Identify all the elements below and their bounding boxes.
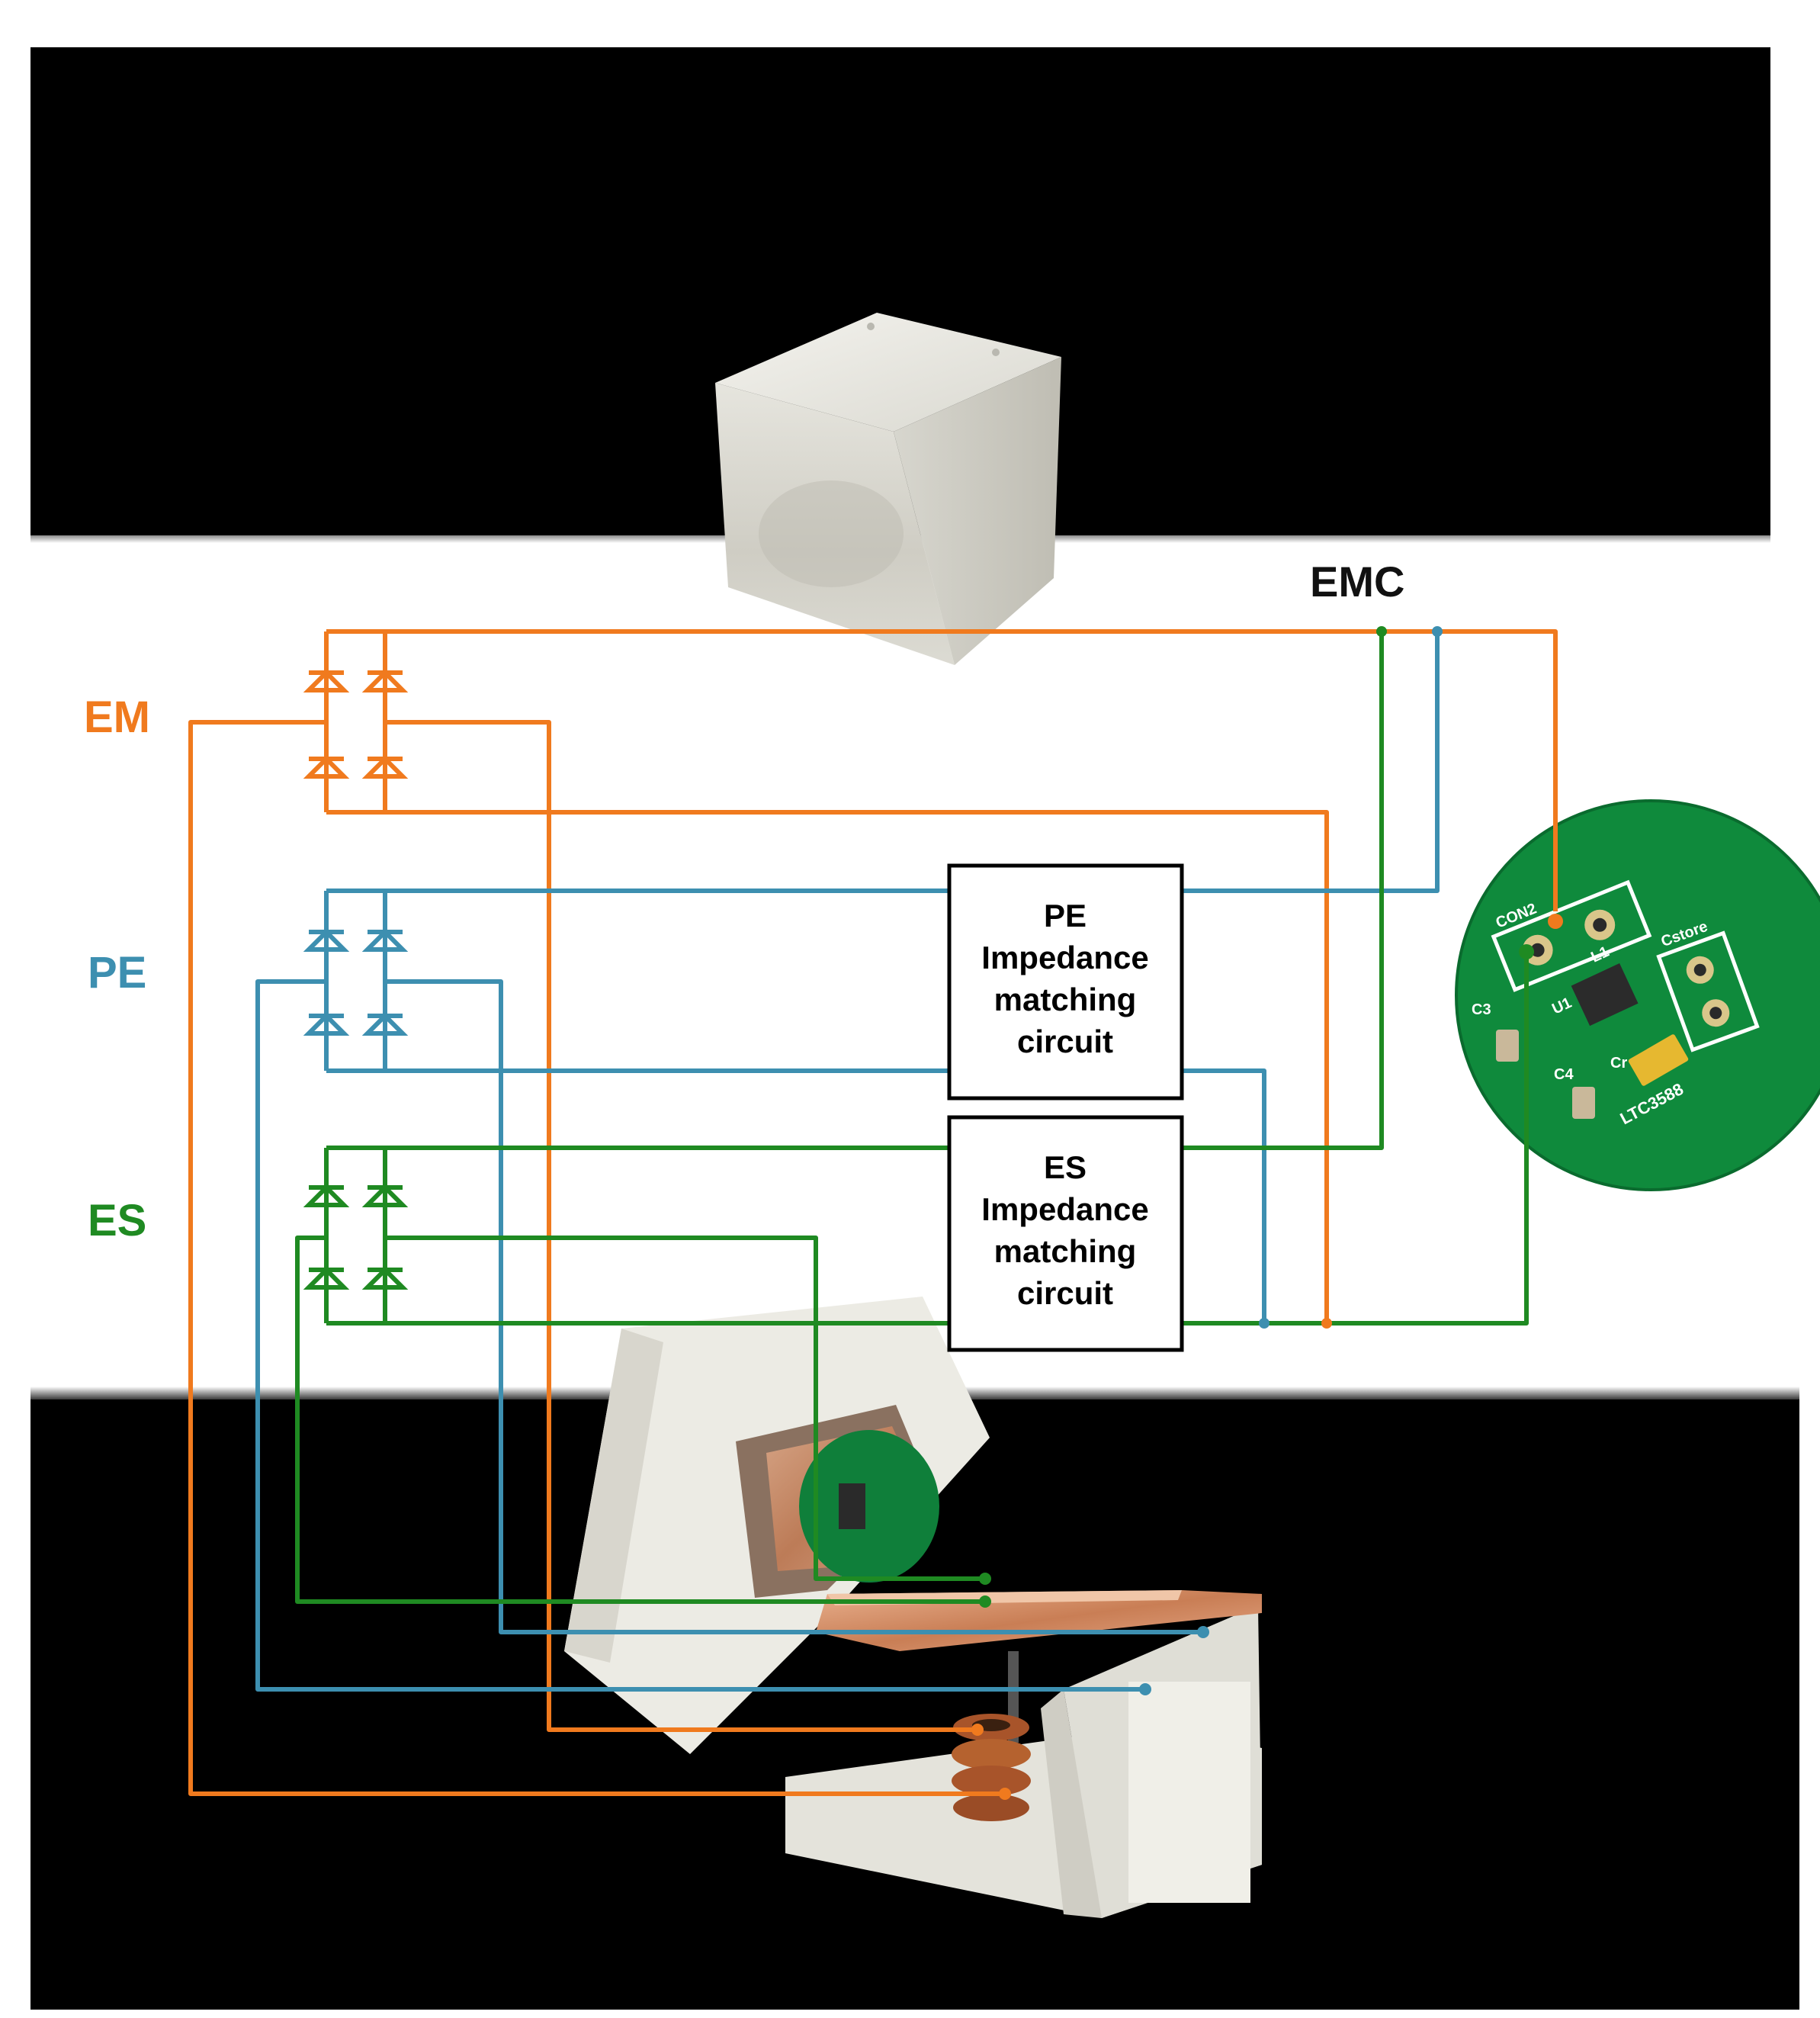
pe-wire-beam-1 (255, 979, 1145, 1692)
es-box-line-4: circuit (1017, 1275, 1113, 1311)
ltc3588-pcb: CON2 Cstore U1 L1 C3 C4 Cr LTC3588 (1455, 799, 1820, 1191)
es-box-line-2: Impedance (981, 1191, 1148, 1227)
em-wire-bottom-rail (326, 810, 1329, 1323)
pcb-label-cr: Cr (1610, 1055, 1627, 1072)
label-emc: EMC (1310, 558, 1404, 606)
es-box-line-1: ES (1044, 1149, 1087, 1185)
em-wire-coil-2 (385, 720, 977, 1732)
es-wire-top-rail (326, 631, 1384, 1150)
cube-prototype (715, 313, 1061, 665)
pe-box-line-4: circuit (1017, 1023, 1113, 1059)
es-box-line-3: matching (994, 1233, 1137, 1269)
pcb-label-c3: C3 (1472, 1001, 1491, 1018)
pe-wire-top-rail (326, 631, 1440, 893)
pe-box-line-2: Impedance (981, 940, 1148, 975)
pe-impedance-box: PE Impedance matching circuit (947, 863, 1184, 1101)
pe-box-line-3: matching (994, 982, 1137, 1017)
label-em: EM (84, 692, 150, 742)
em-rectifier-bridge (303, 669, 409, 779)
es-rectifier-bridge (303, 1184, 409, 1290)
pe-wire-beam-2 (385, 979, 1203, 1634)
harvester-prototype (564, 1297, 1262, 1918)
pe-wire-bottom-rail (326, 1068, 1266, 1323)
label-pe: PE (88, 948, 146, 998)
label-es: ES (88, 1196, 146, 1245)
em-wire-top-rail (326, 629, 1558, 911)
es-impedance-box: ES Impedance matching circuit (947, 1115, 1184, 1352)
em-wire-coil-1 (188, 720, 1005, 1796)
es-wire-plate-1 (295, 1236, 985, 1604)
pe-rectifier-bridge (303, 928, 409, 1036)
es-wire-plate-2 (385, 1236, 985, 1581)
es-wire-bottom-rail (326, 946, 1529, 1326)
pe-box-line-1: PE (1044, 898, 1087, 933)
pcb-label-c4: C4 (1554, 1066, 1574, 1083)
embedded-pcb (799, 1430, 939, 1583)
